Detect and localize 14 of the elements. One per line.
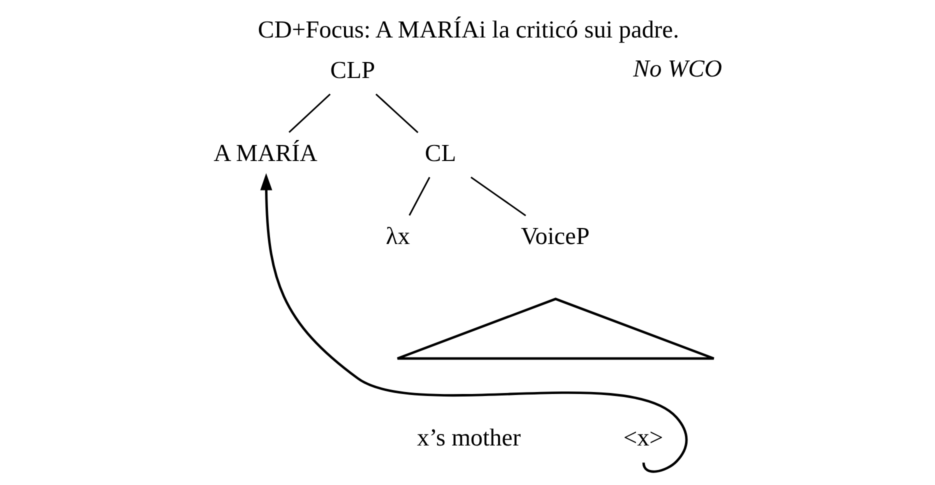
node-text: CLP (330, 56, 375, 84)
node-text: x’s mother (416, 424, 520, 452)
diagram-title: CD+Focus: A MARÍAi la criticó sui padre. (257, 16, 679, 44)
connector (470, 176, 526, 216)
connector (374, 94, 418, 134)
connector (288, 94, 330, 133)
node-text: A MARÍA (213, 140, 317, 167)
node-text: VoiceP (520, 222, 590, 250)
node-text: λx (385, 222, 410, 250)
node-text: CL (424, 140, 456, 167)
connector (408, 176, 430, 216)
node-triangle (396, 298, 715, 360)
label: No WCO (632, 56, 722, 83)
node-text: <x> (622, 424, 663, 452)
